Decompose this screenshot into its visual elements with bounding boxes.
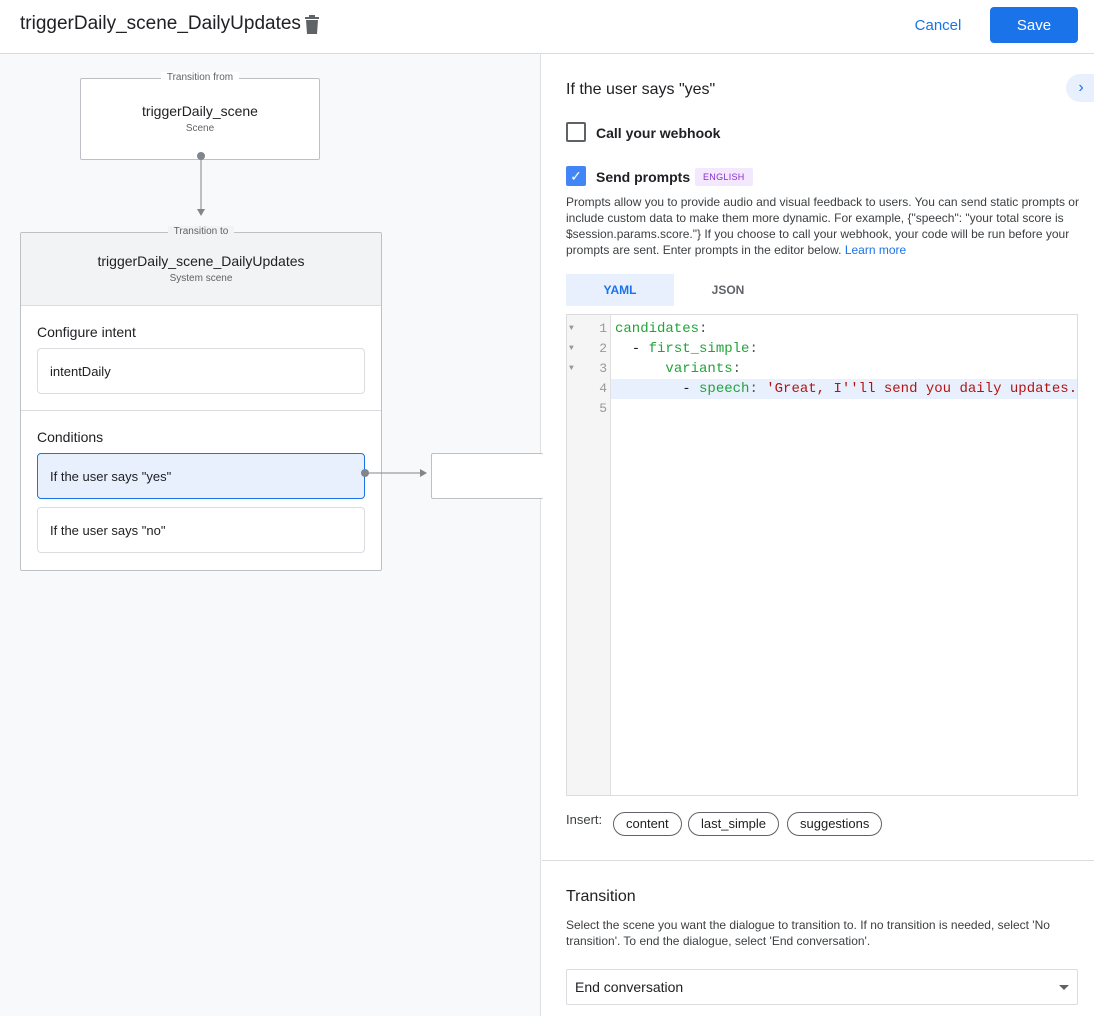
- conditions-heading: Conditions: [37, 429, 104, 445]
- description-text: Prompts allow you to provide audio and v…: [566, 195, 1079, 257]
- transition-heading: Transition: [566, 888, 636, 905]
- line-num: 5: [599, 401, 607, 416]
- language-badge: ENGLISH: [695, 168, 753, 186]
- transition-select[interactable]: End conversation: [566, 969, 1078, 1005]
- divider: [21, 410, 381, 411]
- condition-panel: › If the user says "yes" Call your webho…: [542, 54, 1094, 1016]
- code-line[interactable]: [611, 399, 1077, 419]
- intent-item[interactable]: intentDaily: [37, 348, 365, 394]
- empty-target-node[interactable]: [431, 453, 543, 499]
- code-line[interactable]: - speech: 'Great, I''ll send you daily u…: [611, 379, 1077, 399]
- connector-arrow: [197, 152, 205, 216]
- divider: [542, 860, 1094, 861]
- line-num: 2: [599, 341, 607, 356]
- send-prompts-checkbox[interactable]: ✓: [566, 166, 586, 186]
- transition-value: End conversation: [575, 979, 684, 995]
- configure-intent-heading: Configure intent: [37, 324, 136, 340]
- node-legend: Transition from: [160, 72, 240, 83]
- node-name: triggerDaily_scene_DailyUpdates: [97, 253, 305, 269]
- prompts-description: Prompts allow you to provide audio and v…: [566, 194, 1081, 258]
- scene-canvas: Transition from triggerDaily_scene Scene…: [0, 54, 543, 1016]
- yaml-string: 'Great, I''ll send you daily updates.: [766, 381, 1077, 397]
- line-num: 3: [599, 361, 607, 376]
- line-num: 4: [599, 381, 607, 396]
- line-num: 1: [599, 321, 607, 336]
- transition-to-node: Transition to triggerDaily_scene_DailyUp…: [20, 226, 382, 571]
- node-type: System scene: [169, 273, 233, 284]
- page-title: triggerDaily_scene_DailyUpdates: [20, 13, 301, 34]
- condition-no[interactable]: If the user says "no": [37, 507, 365, 553]
- node-type: Scene: [185, 123, 215, 134]
- line-number: 4: [567, 379, 611, 399]
- check-icon: ✓: [570, 168, 582, 184]
- code-line[interactable]: candidates:: [615, 321, 716, 337]
- tab-yaml[interactable]: YAML: [566, 274, 674, 306]
- line-number: ▼1: [567, 319, 611, 339]
- panel-title: If the user says "yes": [566, 81, 716, 98]
- line-number: ▼2: [567, 339, 611, 359]
- code-line[interactable]: - first_simple:: [615, 341, 767, 357]
- code-line[interactable]: variants:: [665, 361, 750, 377]
- cancel-button[interactable]: Cancel: [904, 8, 972, 42]
- save-button[interactable]: Save: [990, 7, 1078, 43]
- node-legend: Transition to: [167, 226, 235, 237]
- fold-icon[interactable]: ▼: [569, 344, 574, 353]
- transition-from-node[interactable]: Transition from triggerDaily_scene Scene: [80, 72, 320, 160]
- transition-description: Select the scene you want the dialogue t…: [566, 918, 1050, 948]
- editor-gutter: [567, 315, 611, 795]
- yaml-key: variants: [665, 361, 733, 377]
- yaml-key: candidates: [615, 321, 700, 337]
- node-name: triggerDaily_scene: [142, 103, 258, 119]
- webhook-label: Call your webhook: [596, 125, 721, 141]
- fold-icon[interactable]: ▼: [569, 364, 574, 373]
- line-number: 5: [567, 399, 611, 419]
- dropdown-arrow-icon: [1059, 985, 1069, 990]
- insert-chip-last-simple[interactable]: last_simple: [688, 812, 780, 836]
- condition-yes[interactable]: If the user says "yes": [37, 453, 365, 499]
- insert-chip-content[interactable]: content: [613, 812, 682, 836]
- tab-json[interactable]: JSON: [711, 283, 745, 297]
- header: triggerDaily_scene_DailyUpdates Cancel S…: [0, 0, 1094, 54]
- condition-connector-arrow: [361, 469, 427, 477]
- webhook-checkbox[interactable]: [566, 122, 586, 142]
- insert-label: Insert:: [566, 812, 603, 827]
- learn-more-link[interactable]: Learn more: [844, 243, 907, 257]
- send-prompts-label: Send prompts: [596, 169, 691, 185]
- yaml-key: speech: [699, 381, 750, 397]
- line-number: ▼3: [567, 359, 611, 379]
- yaml-key: first_simple: [648, 341, 750, 357]
- fold-icon[interactable]: ▼: [569, 324, 574, 333]
- insert-chip-suggestions[interactable]: suggestions: [787, 812, 883, 836]
- trash-icon[interactable]: [304, 15, 320, 34]
- chevron-right-icon[interactable]: ›: [1066, 74, 1094, 102]
